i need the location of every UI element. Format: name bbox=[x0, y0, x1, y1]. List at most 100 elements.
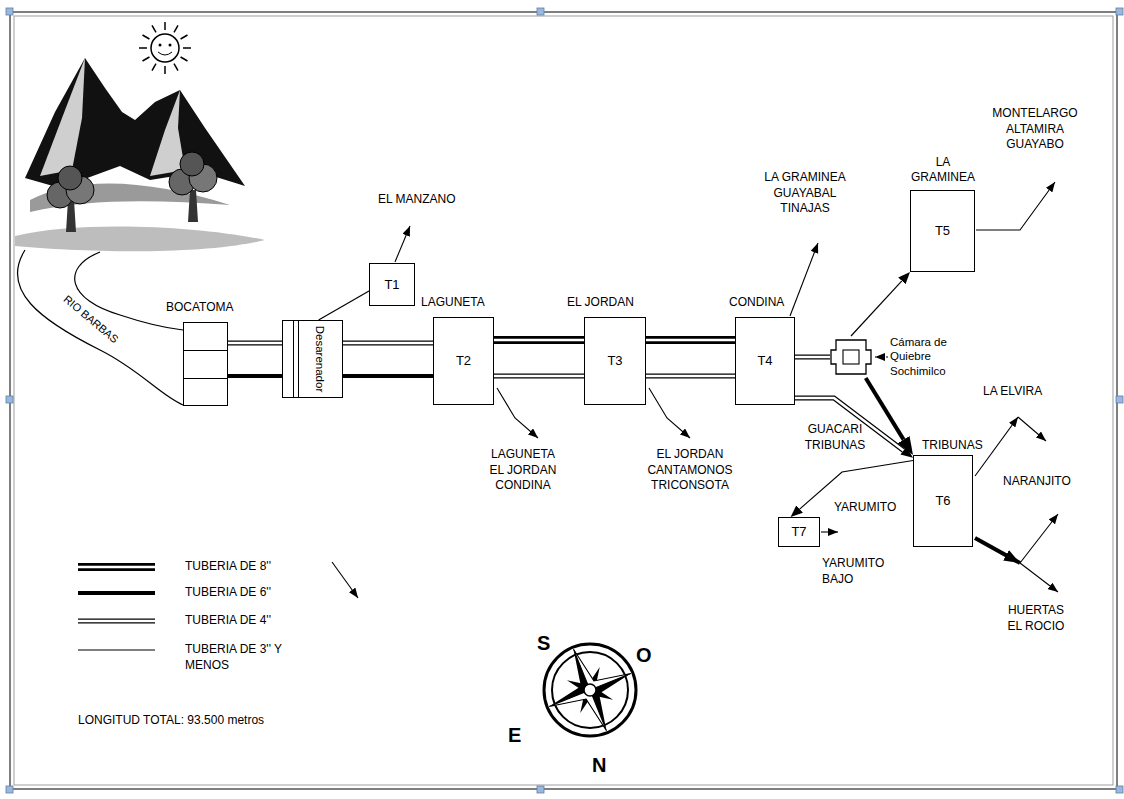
place-label: NARANJITO bbox=[1003, 474, 1071, 490]
pipe-stroke bbox=[795, 356, 830, 359]
tank-id: T4 bbox=[757, 353, 772, 369]
pipe-stroke bbox=[646, 374, 735, 379]
tank-id: T3 bbox=[607, 353, 622, 369]
sun-ray bbox=[152, 25, 156, 32]
supply-leaders bbox=[332, 182, 1058, 598]
intake-structure: BOCATOMA bbox=[183, 322, 228, 406]
tree bbox=[47, 166, 94, 232]
tank-id: T2 bbox=[456, 353, 471, 369]
place-label: LA ELVIRA bbox=[983, 384, 1042, 400]
tank-id: T7 bbox=[791, 524, 806, 540]
sun-ray bbox=[181, 57, 188, 61]
legend-sample bbox=[78, 621, 155, 622]
pipe-stroke bbox=[78, 566, 155, 569]
pipe-stroke bbox=[319, 291, 369, 320]
pipe-stroke bbox=[851, 281, 902, 336]
river-name: RIO BARBAS bbox=[52, 285, 130, 354]
sun-ray bbox=[181, 35, 188, 39]
sand-trap-wall bbox=[293, 321, 294, 397]
pipe-stroke bbox=[343, 342, 433, 345]
pipe-stroke bbox=[343, 341, 433, 346]
pipe-stroke bbox=[78, 619, 155, 624]
sun-ray bbox=[142, 35, 149, 39]
sand-trap-wall bbox=[298, 321, 299, 397]
pipe-stroke bbox=[866, 378, 904, 440]
pipe-connector bbox=[795, 357, 830, 358]
page-frame bbox=[14, 16, 1113, 785]
place-label: EL JORDAN CANTAMONOS TRICONSOTA bbox=[638, 447, 742, 494]
station-name: CONDINA bbox=[729, 295, 839, 310]
sun-ray bbox=[139, 47, 147, 49]
place-label: YARUMITO BAJO bbox=[822, 556, 900, 587]
legend-sample bbox=[78, 650, 155, 651]
legend-text: TUBERIA DE 3'' Y MENOS bbox=[185, 642, 307, 673]
sun-ray bbox=[174, 25, 178, 32]
compass-letter: O bbox=[636, 642, 652, 668]
pipe-connector bbox=[343, 343, 433, 376]
pipe-stroke bbox=[494, 339, 584, 342]
sun-ray bbox=[142, 57, 149, 61]
pipe-connector bbox=[866, 378, 904, 440]
station-name: TRIBUNAS bbox=[922, 438, 1022, 453]
pipe-stroke bbox=[646, 375, 735, 378]
pipe-stroke bbox=[78, 563, 155, 571]
legend-text: TUBERIA DE 6'' bbox=[185, 585, 307, 601]
sun-ray bbox=[174, 64, 178, 71]
station-name: BOCATOMA bbox=[166, 300, 266, 315]
tree bbox=[169, 152, 217, 222]
station-name: EL JORDAN bbox=[567, 295, 677, 310]
tank-box: CONDINAT4 bbox=[735, 317, 795, 405]
pipe-connector bbox=[494, 340, 584, 376]
station-name: LAGUNETA bbox=[421, 295, 531, 310]
tank-id: T1 bbox=[384, 276, 399, 292]
pipe-stroke bbox=[228, 342, 282, 345]
pipe-stroke bbox=[795, 355, 830, 360]
pipe-connector bbox=[319, 291, 369, 320]
chamber-outline bbox=[830, 336, 872, 378]
place-label: YARUMITO bbox=[834, 500, 896, 516]
pipe-stroke bbox=[646, 339, 735, 342]
place-label: LA GRAMINEA GUAYABAL TINAJAS bbox=[755, 170, 855, 217]
station-name: LA GRAMINEA bbox=[903, 155, 983, 185]
sun-ray bbox=[183, 47, 191, 49]
intake-divider bbox=[184, 350, 227, 379]
tank-box: T7 bbox=[778, 517, 820, 547]
chamber-inner bbox=[843, 350, 859, 364]
chamber-outline bbox=[831, 340, 871, 374]
page-frame bbox=[10, 12, 1117, 789]
pipe-stroke bbox=[228, 341, 282, 346]
place-label: HUERTAS EL ROCIO bbox=[1000, 603, 1072, 634]
pipe-stroke bbox=[78, 591, 155, 595]
place-label: MONTELARGO ALTAMIRA GUAYABO bbox=[985, 106, 1085, 153]
supply-leader-thick bbox=[975, 538, 1020, 563]
selection-handles bbox=[6, 8, 1123, 793]
pipe-stroke bbox=[78, 649, 155, 650]
chamber-label: Cámara de Quiebre Sochimilco bbox=[890, 335, 972, 378]
tank-box: LA GRAMINEAT5 bbox=[910, 190, 975, 272]
pipe-connector bbox=[646, 340, 735, 376]
tank-box: EL JORDANT3 bbox=[584, 317, 646, 405]
compass-letter: N bbox=[592, 752, 606, 778]
sun-ray bbox=[152, 64, 156, 71]
compass-letter: S bbox=[537, 630, 550, 656]
sun-ray bbox=[164, 66, 166, 74]
compass-letter: E bbox=[508, 722, 521, 748]
river-bank bbox=[17, 250, 183, 405]
pipe-stroke bbox=[494, 375, 584, 378]
tank-box: TRIBUNAST6 bbox=[913, 455, 973, 547]
sun-ray bbox=[164, 22, 166, 30]
place-label: GUACARI TRIBUNAS bbox=[795, 422, 875, 453]
tank-box: T1 bbox=[369, 263, 415, 306]
total-length-note: LONGITUD TOTAL: 93.500 metros bbox=[78, 713, 264, 729]
tank-id: T5 bbox=[935, 223, 950, 239]
pipe-stroke bbox=[228, 374, 282, 378]
break-chamber: Cámara de Quiebre Sochimilco bbox=[830, 336, 872, 378]
pipe-stroke bbox=[494, 336, 584, 344]
sand-trap: Desarenador bbox=[282, 320, 343, 398]
pipe-stroke bbox=[646, 336, 735, 344]
sun bbox=[139, 22, 191, 74]
tank-id: Desarenador bbox=[312, 326, 326, 392]
